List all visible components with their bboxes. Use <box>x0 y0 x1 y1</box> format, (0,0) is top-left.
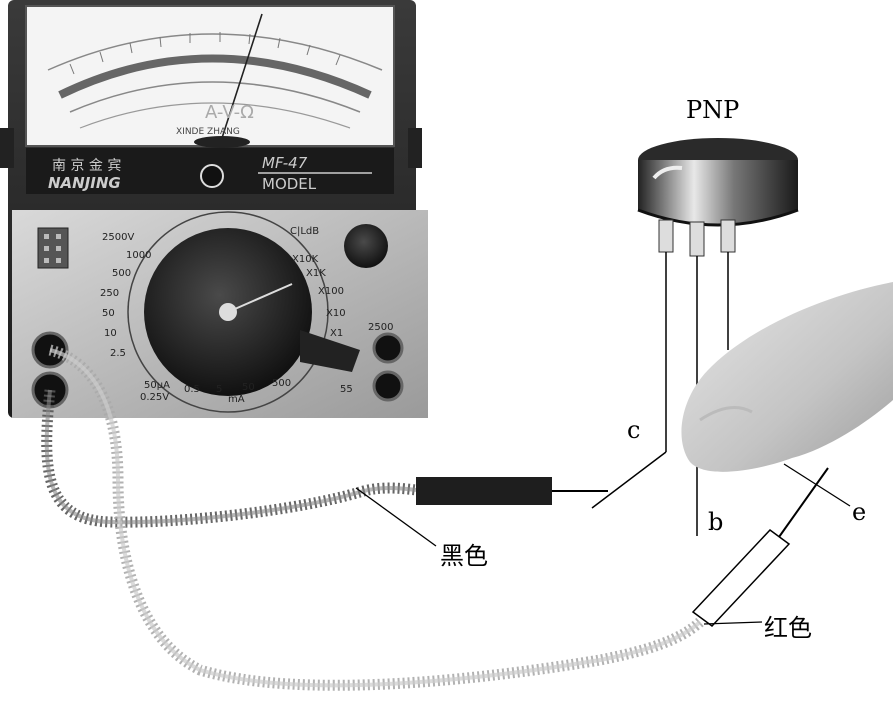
dial-maker: XINDE ZHANG <box>176 127 240 137</box>
leader-emitter <box>784 464 850 506</box>
svg-text:0.5: 0.5 <box>184 384 200 395</box>
ohm-adjust-knob <box>344 224 388 268</box>
label-collector: c <box>627 416 640 444</box>
model-word: MODEL <box>262 175 317 193</box>
meter-side-knob <box>0 128 14 168</box>
label-red-lead: 红色 <box>764 608 812 643</box>
red-probe-tip <box>779 468 828 537</box>
svg-text:X10K: X10K <box>292 254 319 265</box>
meter-side-knob-right <box>408 128 422 168</box>
brand-english: NANJING <box>48 174 121 192</box>
svg-text:50: 50 <box>242 382 255 393</box>
collector-lead-bend <box>592 452 666 508</box>
label-pnp: PNP <box>686 96 739 124</box>
svg-text:0.25V: 0.25V <box>140 392 169 403</box>
jack-5a <box>374 372 402 400</box>
svg-text:2500V: 2500V <box>102 232 134 243</box>
black-probe-handle <box>416 477 552 505</box>
label-emitter: e <box>852 498 866 526</box>
svg-text:500: 500 <box>272 378 291 389</box>
svg-text:50: 50 <box>102 308 115 319</box>
label-base: b <box>708 508 723 536</box>
finger <box>681 282 893 472</box>
svg-text:500: 500 <box>112 268 131 279</box>
svg-text:X10: X10 <box>326 308 346 319</box>
pnp-transistor <box>638 138 798 256</box>
needle-pivot <box>194 136 250 148</box>
pin-left-stub <box>659 220 673 252</box>
meter-display-window <box>26 6 394 146</box>
svg-text:50μA: 50μA <box>144 380 170 391</box>
svg-text:2.5: 2.5 <box>110 348 126 359</box>
svg-text:1000: 1000 <box>126 250 151 261</box>
label-black-lead: 黑色 <box>440 536 488 571</box>
svg-text:X100: X100 <box>318 286 344 297</box>
zero-adjust-screw <box>201 165 223 187</box>
svg-text:2500: 2500 <box>368 322 393 333</box>
svg-text:250: 250 <box>100 288 119 299</box>
transistor-socket <box>38 228 68 268</box>
model-number: MF-47 <box>262 154 308 172</box>
jack-2500v <box>374 334 402 362</box>
pin-right-stub <box>721 220 735 252</box>
svg-text:10: 10 <box>104 328 117 339</box>
svg-text:5: 5 <box>216 384 222 395</box>
svg-text:C|LdB: C|LdB <box>290 226 319 237</box>
pin-middle-stub <box>690 222 704 256</box>
dial-title: A-V-Ω <box>205 102 254 123</box>
svg-text:mA: mA <box>228 394 245 405</box>
svg-text:X1K: X1K <box>306 268 326 279</box>
brand-chinese: 南 京 金 宾 <box>52 158 121 174</box>
svg-text:55: 55 <box>340 384 353 395</box>
svg-text:X1: X1 <box>330 328 343 339</box>
